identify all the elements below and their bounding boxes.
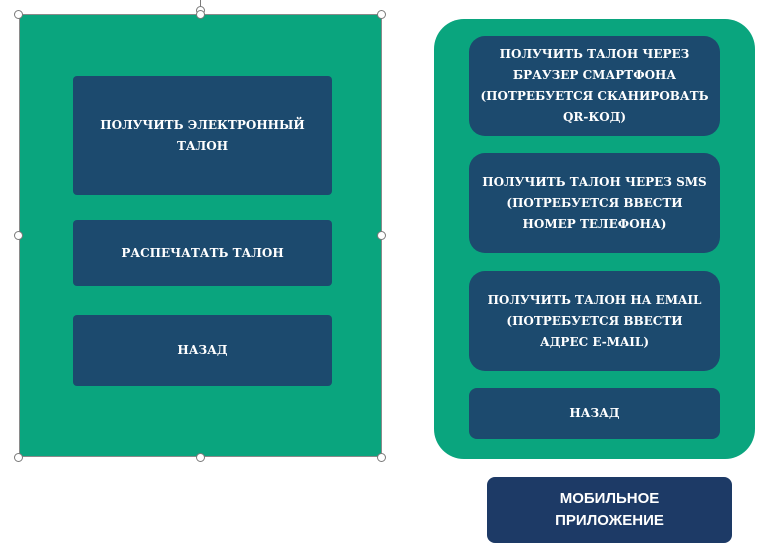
resize-handle-bottom-left[interactable]	[14, 453, 23, 462]
get-ticket-via-sms-label: ПОЛУЧИТЬ ТАЛОН ЧЕРЕЗ SMS (ПОТРЕБУЕТСЯ ВВ…	[482, 174, 707, 231]
get-ticket-via-sms-button[interactable]: ПОЛУЧИТЬ ТАЛОН ЧЕРЕЗ SMS (ПОТРЕБУЕТСЯ ВВ…	[469, 153, 720, 253]
mobile-app-label: МОБИЛЬНОЕ ПРИЛОЖЕНИЕ	[555, 490, 664, 529]
back-button[interactable]: НАЗАД	[73, 315, 332, 386]
back-label: НАЗАД	[177, 343, 228, 357]
resize-handle-top[interactable]	[196, 10, 205, 19]
get-ticket-via-email-label: ПОЛУЧИТЬ ТАЛОН НА EMAIL (ПОТРЕБУЕТСЯ ВВЕ…	[487, 292, 702, 349]
back-button-right[interactable]: НАЗАД	[469, 388, 720, 439]
get-electronic-ticket-label: ПОЛУЧИТЬ ЭЛЕКТРОННЫЙ ТАЛОН	[100, 117, 305, 153]
print-ticket-button[interactable]: РАСПЕЧАТАТЬ ТАЛОН	[73, 220, 332, 286]
get-ticket-via-browser-label: ПОЛУЧИТЬ ТАЛОН ЧЕРЕЗ БРАУЗЕР СМАРТФОНА (…	[480, 47, 709, 124]
resize-handle-top-right[interactable]	[377, 10, 386, 19]
e-ticket-options-panel: ПОЛУЧИТЬ ТАЛОН ЧЕРЕЗ БРАУЗЕР СМАРТФОНА (…	[434, 19, 755, 459]
print-ticket-label: РАСПЕЧАТАТЬ ТАЛОН	[121, 245, 284, 260]
resize-handle-bottom[interactable]	[196, 453, 205, 462]
mobile-app-label-box: МОБИЛЬНОЕ ПРИЛОЖЕНИЕ	[487, 477, 732, 543]
get-ticket-via-browser-button[interactable]: ПОЛУЧИТЬ ТАЛОН ЧЕРЕЗ БРАУЗЕР СМАРТФОНА (…	[469, 36, 720, 136]
resize-handle-right[interactable]	[377, 231, 386, 240]
rotation-handle-line	[200, 0, 201, 10]
ticket-menu-panel[interactable]: ПОЛУЧИТЬ ЭЛЕКТРОННЫЙ ТАЛОН РАСПЕЧАТАТЬ Т…	[19, 14, 382, 457]
resize-handle-left[interactable]	[14, 231, 23, 240]
resize-handle-top-left[interactable]	[14, 10, 23, 19]
back-label-right: НАЗАД	[569, 406, 620, 420]
get-electronic-ticket-button[interactable]: ПОЛУЧИТЬ ЭЛЕКТРОННЫЙ ТАЛОН	[73, 76, 332, 195]
resize-handle-bottom-right[interactable]	[377, 453, 386, 462]
get-ticket-via-email-button[interactable]: ПОЛУЧИТЬ ТАЛОН НА EMAIL (ПОТРЕБУЕТСЯ ВВЕ…	[469, 271, 720, 371]
